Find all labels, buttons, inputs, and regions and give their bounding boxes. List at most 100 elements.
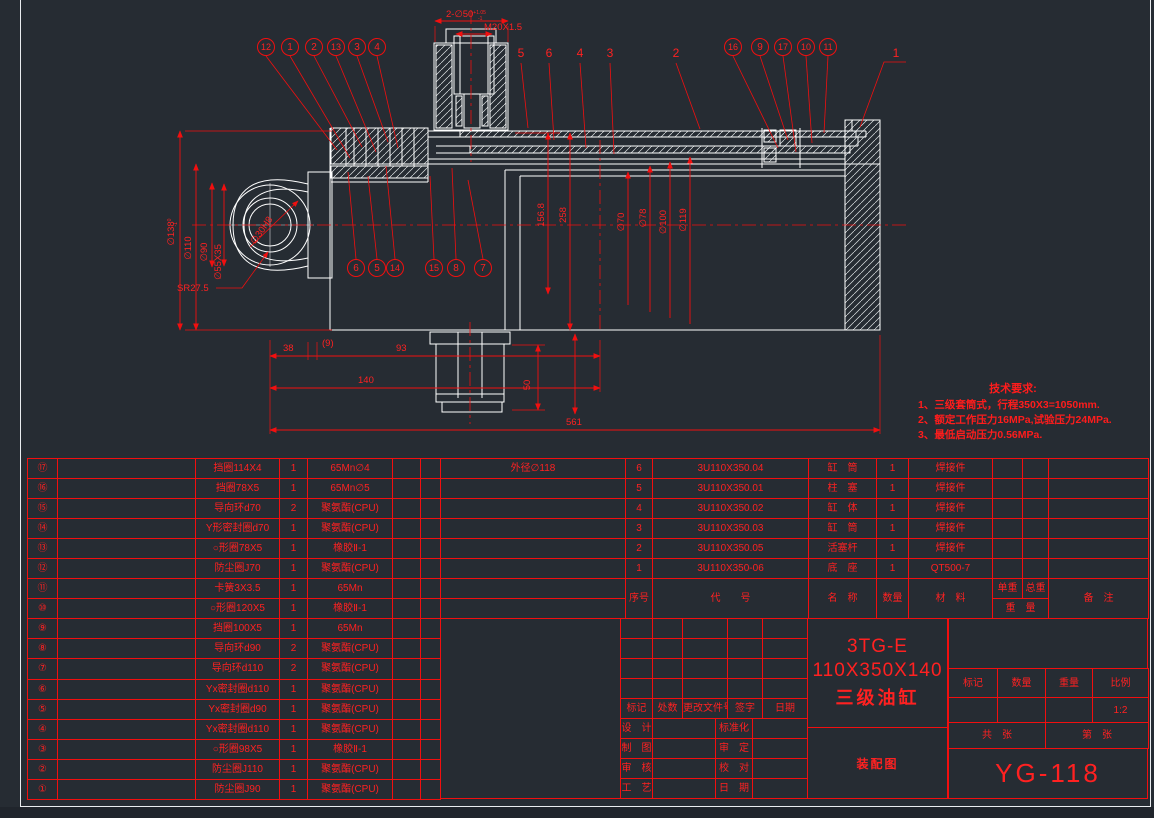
header-code: 代 号 xyxy=(652,578,809,620)
bom-item-name: ○形圈98X5 xyxy=(195,738,280,760)
dim-label: ∅1380-1 xyxy=(166,218,179,245)
callout-number: 6 xyxy=(546,46,553,60)
bom-cell xyxy=(392,598,421,620)
balloon-number: 2 xyxy=(311,42,317,53)
bom-item-name: Yx密封圈d90 xyxy=(195,698,280,720)
bom-cell xyxy=(652,617,683,640)
bom-code: 3U110X350.02 xyxy=(652,498,809,520)
bom-cell xyxy=(440,578,626,600)
bom-item-material: 聚氨酯(CPU) xyxy=(307,718,393,740)
sheet-number: 第 张 xyxy=(1045,722,1149,749)
bom-item-material: 聚氨酯(CPU) xyxy=(307,698,393,720)
dim-label: 156.8 xyxy=(536,203,547,227)
status-bar xyxy=(0,807,1154,818)
svg-text:2-∅50+1.05-1: 2-∅50+1.05-1 xyxy=(446,9,486,22)
header-weight: 重 量 xyxy=(992,598,1049,620)
bom-cell xyxy=(620,617,653,640)
bom-cell xyxy=(652,778,716,800)
bom-cell xyxy=(440,598,626,620)
bom-cell xyxy=(752,738,808,760)
bom-cell xyxy=(652,678,683,700)
part-balloon xyxy=(724,38,742,56)
bom-seq: 1 xyxy=(625,558,653,580)
tech-note-line: 1、三级套筒式，行程350X3=1050mm. xyxy=(918,399,1100,411)
sign-label: 设 计 xyxy=(620,718,653,740)
bom-cell xyxy=(392,658,421,680)
bom-cell xyxy=(420,758,441,780)
bom-item-name: Yx密封圈d110 xyxy=(195,718,280,740)
table-row xyxy=(440,598,809,620)
bom-cell xyxy=(752,758,808,780)
bom-cell xyxy=(420,457,441,480)
bom-item-name: 防尘圈J110 xyxy=(195,758,280,780)
bom-item-material: 聚氨酯(CPU) xyxy=(307,778,393,800)
sign-label: 工 艺 xyxy=(620,778,653,800)
bom-cell xyxy=(992,478,1023,500)
bom-cell xyxy=(1022,538,1049,560)
table-row: 设 计标准化 xyxy=(620,718,808,740)
dim-label: 258 xyxy=(558,207,569,223)
bom-item-number: ⑥ xyxy=(27,678,58,700)
table-row: 1:2 xyxy=(948,697,1149,723)
extension-lines xyxy=(185,26,881,434)
svg-text:93: 93 xyxy=(396,343,407,354)
svg-text:M20X1.5: M20X1.5 xyxy=(484,22,522,33)
bom-item-material: 聚氨酯(CPU) xyxy=(307,498,393,520)
bom-part-qty: 1 xyxy=(876,478,909,500)
svg-text:SR27.5: SR27.5 xyxy=(177,283,209,294)
sign-label: 审 核 xyxy=(620,758,653,780)
bom-cell xyxy=(682,617,728,640)
bom-cell xyxy=(57,618,196,640)
bom-part-material: 焊接件 xyxy=(908,457,993,480)
bom-note xyxy=(440,498,626,520)
diameter-arrows xyxy=(625,156,693,324)
bom-item-number: ⑯ xyxy=(27,478,58,500)
bom-item-material: 65Mn xyxy=(307,618,393,640)
bom-cell xyxy=(752,778,808,800)
revision-table: 标记处数更改文件号签字日期 xyxy=(620,617,808,720)
bom-cell xyxy=(1022,478,1049,500)
bom-cell xyxy=(727,658,763,680)
bom-item-qty: 1 xyxy=(279,778,308,800)
bom-item-name: 防尘圈J90 xyxy=(195,778,280,800)
bom-part-material: QT500-7 xyxy=(908,558,993,580)
bom-cell xyxy=(57,758,196,780)
bom-item-qty: 1 xyxy=(279,478,308,500)
bom-code: 3U110X350.03 xyxy=(652,518,809,540)
table-row: 标记数量重量比例 xyxy=(948,668,1149,698)
bom-item-name: ○形圈78X5 xyxy=(195,538,280,560)
balloon-number: 1 xyxy=(287,42,293,53)
bom-cell xyxy=(420,558,441,580)
bom-cell xyxy=(762,617,808,640)
dim-label: ∅110 xyxy=(183,236,194,259)
part-balloon xyxy=(774,38,792,56)
sign-label: 校 对 xyxy=(715,758,753,780)
bom-part-qty: 1 xyxy=(876,538,909,560)
bom-item-material: 65Mn∅4 xyxy=(307,457,393,480)
bom-part-material: 焊接件 xyxy=(908,498,993,520)
bom-part-name: 柱 塞 xyxy=(808,478,877,500)
part-balloon xyxy=(257,38,275,56)
tech-note-line: 2、额定工作压力16MPa,试验压力24MPa. xyxy=(918,414,1112,426)
part-balloon xyxy=(305,38,323,56)
svg-text:∅100: ∅100 xyxy=(658,210,669,234)
bom-cell xyxy=(392,678,421,700)
model-code: 3TG-E xyxy=(847,636,908,657)
part-balloon xyxy=(368,38,386,56)
part-balloon xyxy=(425,259,443,277)
tech-notes: 技术要求: 1、三级套筒式，行程350X3=1050mm. 2、额定工作压力16… xyxy=(918,380,1154,443)
bom-item-name: 挡圈78X5 xyxy=(195,478,280,500)
bom-item-number: ⑰ xyxy=(27,457,58,480)
